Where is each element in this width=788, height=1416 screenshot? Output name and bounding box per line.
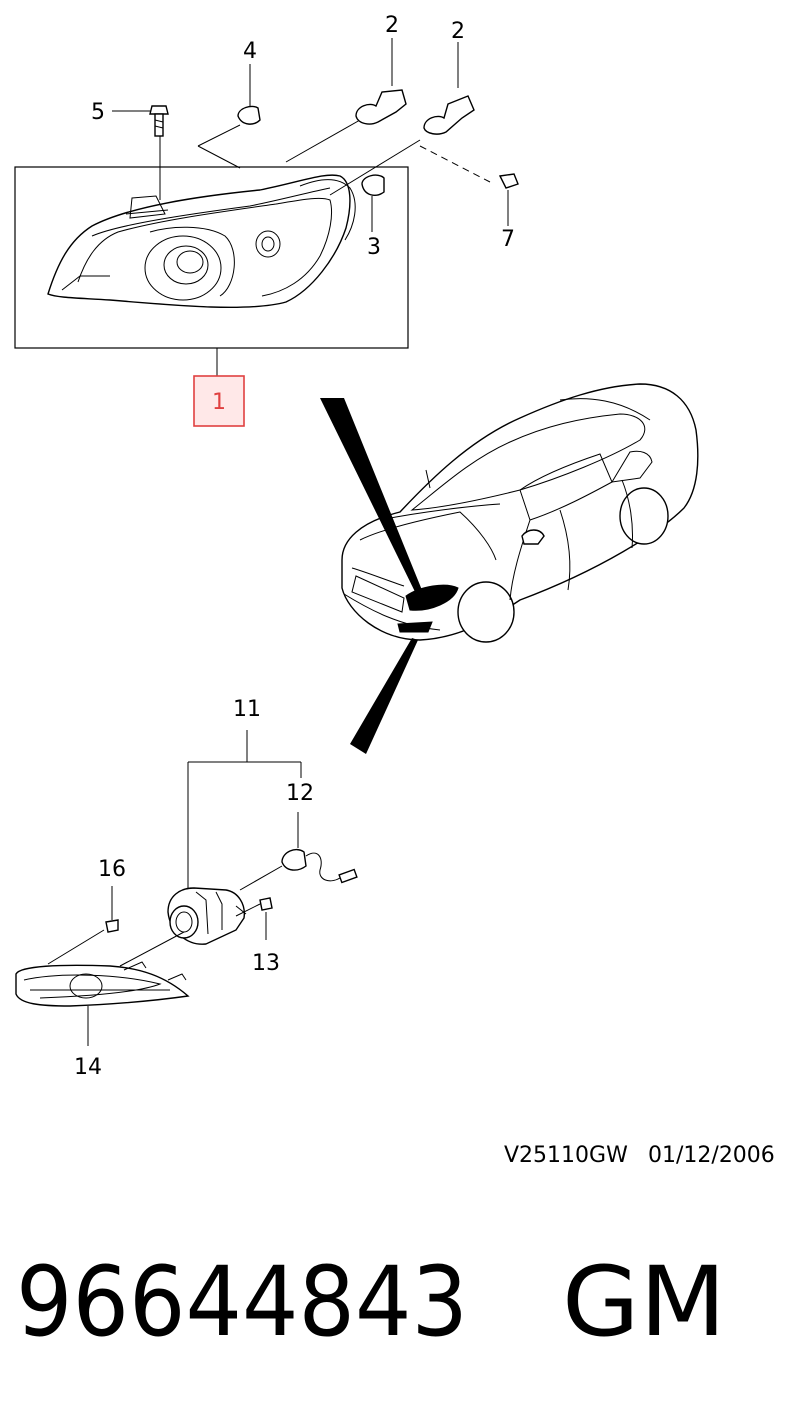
callout-16-label[interactable]: 16 [98, 857, 126, 882]
headlamp-frame [14, 166, 409, 349]
callout-3-label[interactable]: 3 [367, 235, 381, 260]
car-illustration [341, 383, 699, 643]
screw-part-13 [235, 897, 273, 940]
callout-7-label[interactable]: 7 [501, 227, 515, 252]
callout-1-box[interactable] [193, 375, 245, 427]
bulb-part-3 [361, 174, 385, 196]
screw-part-16 [47, 886, 119, 965]
bulb-part-4 [237, 64, 261, 125]
callout-13-label[interactable]: 13 [252, 951, 280, 976]
foglamp-unit-drawing [167, 887, 247, 945]
reference-code: V25110GW [504, 1143, 628, 1168]
brand-label: GM [562, 1246, 726, 1358]
callout-2a-label[interactable]: 2 [385, 13, 399, 38]
callout-11-label[interactable]: 11 [233, 697, 261, 722]
reference-date: 01/12/2006 [648, 1143, 775, 1168]
headlamp-assembly-group [14, 119, 509, 376]
clip-part-7 [498, 173, 519, 189]
headlamp-drawing [47, 174, 356, 309]
callout-2b-label[interactable]: 2 [451, 19, 465, 44]
callout-1-highlight[interactable]: 1 [193, 375, 245, 427]
callout-4-label[interactable]: 4 [243, 39, 257, 64]
callout-1-label: 1 [212, 390, 226, 415]
foglamp-bulb-12 [239, 848, 358, 891]
socket-part-2b [423, 42, 475, 135]
part-number: 96644843 [16, 1246, 468, 1358]
foglamp-bezel-14 [15, 931, 190, 1046]
callout-12-label[interactable]: 12 [286, 781, 314, 806]
foglamp-group [15, 730, 358, 1046]
callout-5-label[interactable]: 5 [91, 100, 105, 125]
socket-part-2a [355, 38, 407, 125]
foglamp-pointer [350, 638, 418, 754]
car-foglamp-highlight [397, 621, 433, 633]
headlamp-pointer [320, 398, 426, 602]
bolt-part-5 [112, 105, 169, 137]
callout-14-label[interactable]: 14 [74, 1055, 102, 1080]
